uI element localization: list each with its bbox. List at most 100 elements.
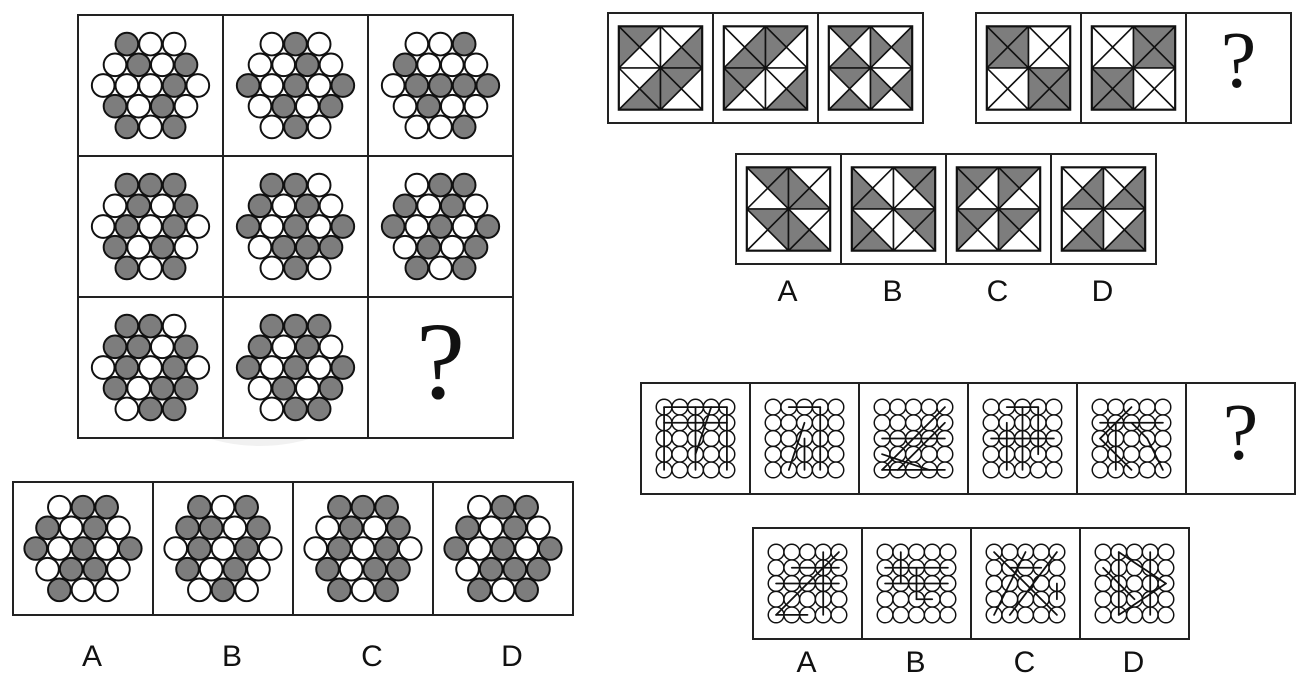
dot (475, 73, 501, 98)
ring (1029, 461, 1047, 479)
dot (440, 193, 465, 219)
stroke-line (993, 551, 1027, 616)
dot (374, 536, 399, 561)
dot (330, 214, 356, 239)
dot (210, 536, 236, 561)
dot (210, 577, 236, 603)
ring (939, 590, 957, 608)
sequence-cell (640, 382, 751, 495)
dot (467, 494, 492, 520)
circle-grid (982, 398, 1063, 479)
dot (318, 93, 344, 119)
option-c (970, 527, 1081, 640)
dot (295, 52, 320, 78)
circle-grid (767, 543, 848, 624)
dot (126, 52, 151, 78)
hex-cluster (90, 31, 211, 140)
dot (451, 73, 477, 98)
option-a (735, 153, 842, 265)
dot (235, 214, 261, 239)
ring (939, 606, 957, 624)
dot (397, 536, 423, 561)
ring (798, 543, 817, 561)
option-label: B (882, 275, 903, 308)
dot (173, 52, 199, 78)
dot (380, 73, 406, 98)
dot (306, 31, 332, 57)
dot (526, 556, 551, 582)
dot (283, 355, 308, 380)
dot (161, 313, 187, 339)
grid-cell (367, 14, 514, 157)
dot (198, 556, 224, 582)
ring (1157, 559, 1175, 577)
dot (94, 577, 119, 603)
dot (90, 73, 116, 98)
triangle (787, 208, 811, 252)
dot (490, 494, 516, 520)
triangle-tile (1090, 25, 1177, 111)
dot (138, 73, 163, 98)
dot (467, 577, 492, 603)
dot (259, 396, 285, 422)
triangle (1132, 67, 1156, 111)
dot (386, 515, 411, 541)
ring (1138, 398, 1156, 416)
dot (246, 556, 271, 582)
stroke-line (993, 551, 1058, 616)
ring (1154, 429, 1172, 448)
tile-border (985, 25, 1072, 111)
ring (982, 414, 1000, 432)
hex-cluster (380, 172, 501, 281)
dot (350, 536, 376, 561)
dot (234, 536, 259, 561)
dot (318, 52, 344, 78)
tile-border (1060, 166, 1147, 252)
hex-cluster (90, 313, 211, 422)
ring (876, 543, 894, 561)
stroke-line (1102, 566, 1136, 601)
dot (455, 556, 480, 582)
dot (318, 193, 344, 219)
dot (338, 556, 364, 582)
dot (23, 536, 49, 561)
ring (1125, 606, 1144, 624)
ring (780, 429, 798, 448)
dot (283, 31, 308, 57)
dot (404, 114, 430, 140)
dot (102, 375, 128, 401)
ring (830, 590, 848, 608)
dot (138, 114, 163, 140)
dot (327, 536, 352, 561)
dot (318, 234, 344, 260)
dot (478, 515, 504, 541)
circle-grid (655, 398, 736, 479)
ring (1032, 574, 1050, 593)
ring (907, 543, 926, 561)
dot (222, 556, 248, 582)
dot (138, 313, 163, 339)
tile-border (955, 166, 1042, 252)
dot (234, 577, 259, 603)
dot (392, 93, 418, 119)
triangle (892, 166, 916, 210)
dot (440, 234, 465, 260)
ring (982, 445, 1000, 463)
ring (982, 461, 1000, 479)
question-mark: ? (1220, 17, 1257, 105)
dot (187, 536, 212, 561)
dot (106, 556, 131, 582)
ring (873, 414, 891, 432)
sequence-cell (1076, 382, 1187, 495)
answer-slot: ? (1185, 12, 1292, 124)
dot (173, 375, 199, 401)
ring (1091, 461, 1109, 479)
dot (271, 375, 296, 401)
dot (306, 114, 332, 140)
ring (1094, 606, 1112, 624)
dot (102, 334, 128, 360)
dot (163, 536, 189, 561)
dot (502, 556, 528, 582)
dot (451, 31, 477, 57)
dot (247, 93, 273, 119)
